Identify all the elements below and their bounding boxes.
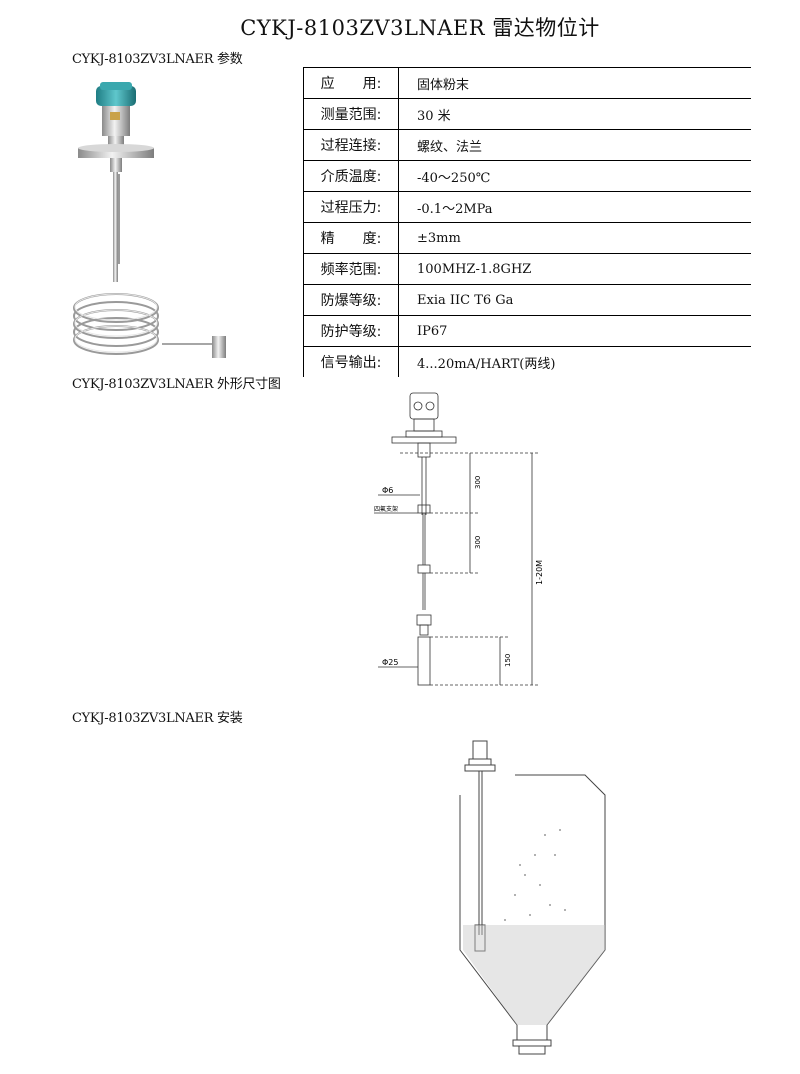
spec-key: 精 度: [303, 222, 399, 254]
install-drawing [459, 740, 606, 1055]
spec-value: Exia IIC T6 Ga [398, 284, 751, 316]
spec-key: 过程压力: [303, 191, 399, 223]
spec-row: 应 用:固体粉末 [303, 67, 751, 99]
dim-300-lower: 300 [474, 536, 482, 549]
spec-key: 防爆等级: [303, 284, 399, 316]
product-photo [73, 82, 226, 358]
spec-key: 测量范围: [303, 98, 399, 130]
spec-key: 介质温度: [303, 160, 399, 192]
spec-row: 过程压力:-0.1～2MPa [303, 191, 751, 223]
spec-row: 频率范围:100MHZ-1.8GHZ [303, 253, 751, 285]
spec-value: 100MHZ-1.8GHZ [398, 253, 751, 285]
phi6-label: Φ6 [382, 486, 393, 495]
spec-row: 测量范围:30 米 [303, 98, 751, 130]
spec-row: 信号输出:4...20mA/HART(两线) [303, 346, 751, 377]
spec-value: 30 米 [398, 98, 751, 130]
spec-value: 固体粉末 [398, 67, 751, 99]
spec-value: -40～250℃ [398, 160, 751, 192]
spec-key: 频率范围: [303, 253, 399, 285]
spec-row: 介质温度:-40～250℃ [303, 160, 751, 192]
spec-row: 过程连接:螺纹、法兰 [303, 129, 751, 161]
spec-value: IP67 [398, 315, 751, 347]
dim-total: 1-20M [535, 560, 544, 585]
support-label: 四氟支架 [374, 505, 398, 513]
spec-key: 过程连接: [303, 129, 399, 161]
install-section-label: CYKJ-8103ZV3LNAER 安装 [72, 711, 243, 726]
spec-table: 应 用:固体粉末测量范围:30 米过程连接:螺纹、法兰介质温度:-40～250℃… [303, 67, 751, 377]
spec-value: 螺纹、法兰 [398, 129, 751, 161]
dim-150: 150 [504, 654, 512, 667]
dimension-drawing: Φ6 四氟支架 Φ25 300 300 150 1-20M [374, 392, 544, 686]
phi25-label: Φ25 [382, 658, 398, 667]
spec-row: 防护等级:IP67 [303, 315, 751, 347]
spec-key: 应 用: [303, 67, 399, 99]
spec-value: 4...20mA/HART(两线) [398, 346, 751, 377]
params-section-label: CYKJ-8103ZV3LNAER 参数 [72, 52, 243, 67]
spec-value: ±3mm [398, 222, 751, 254]
dim-300-upper: 300 [474, 476, 482, 489]
spec-key: 防护等级: [303, 315, 399, 347]
spec-key: 信号输出: [303, 346, 399, 377]
spec-row: 防爆等级:Exia IIC T6 Ga [303, 284, 751, 316]
spec-row: 精 度:±3mm [303, 222, 751, 254]
page-title: CYKJ-8103ZV3LNAER 雷达物位计 [240, 16, 600, 40]
spec-value: -0.1～2MPa [398, 191, 751, 223]
dimensions-section-label: CYKJ-8103ZV3LNAER 外形尺寸图 [72, 377, 281, 392]
